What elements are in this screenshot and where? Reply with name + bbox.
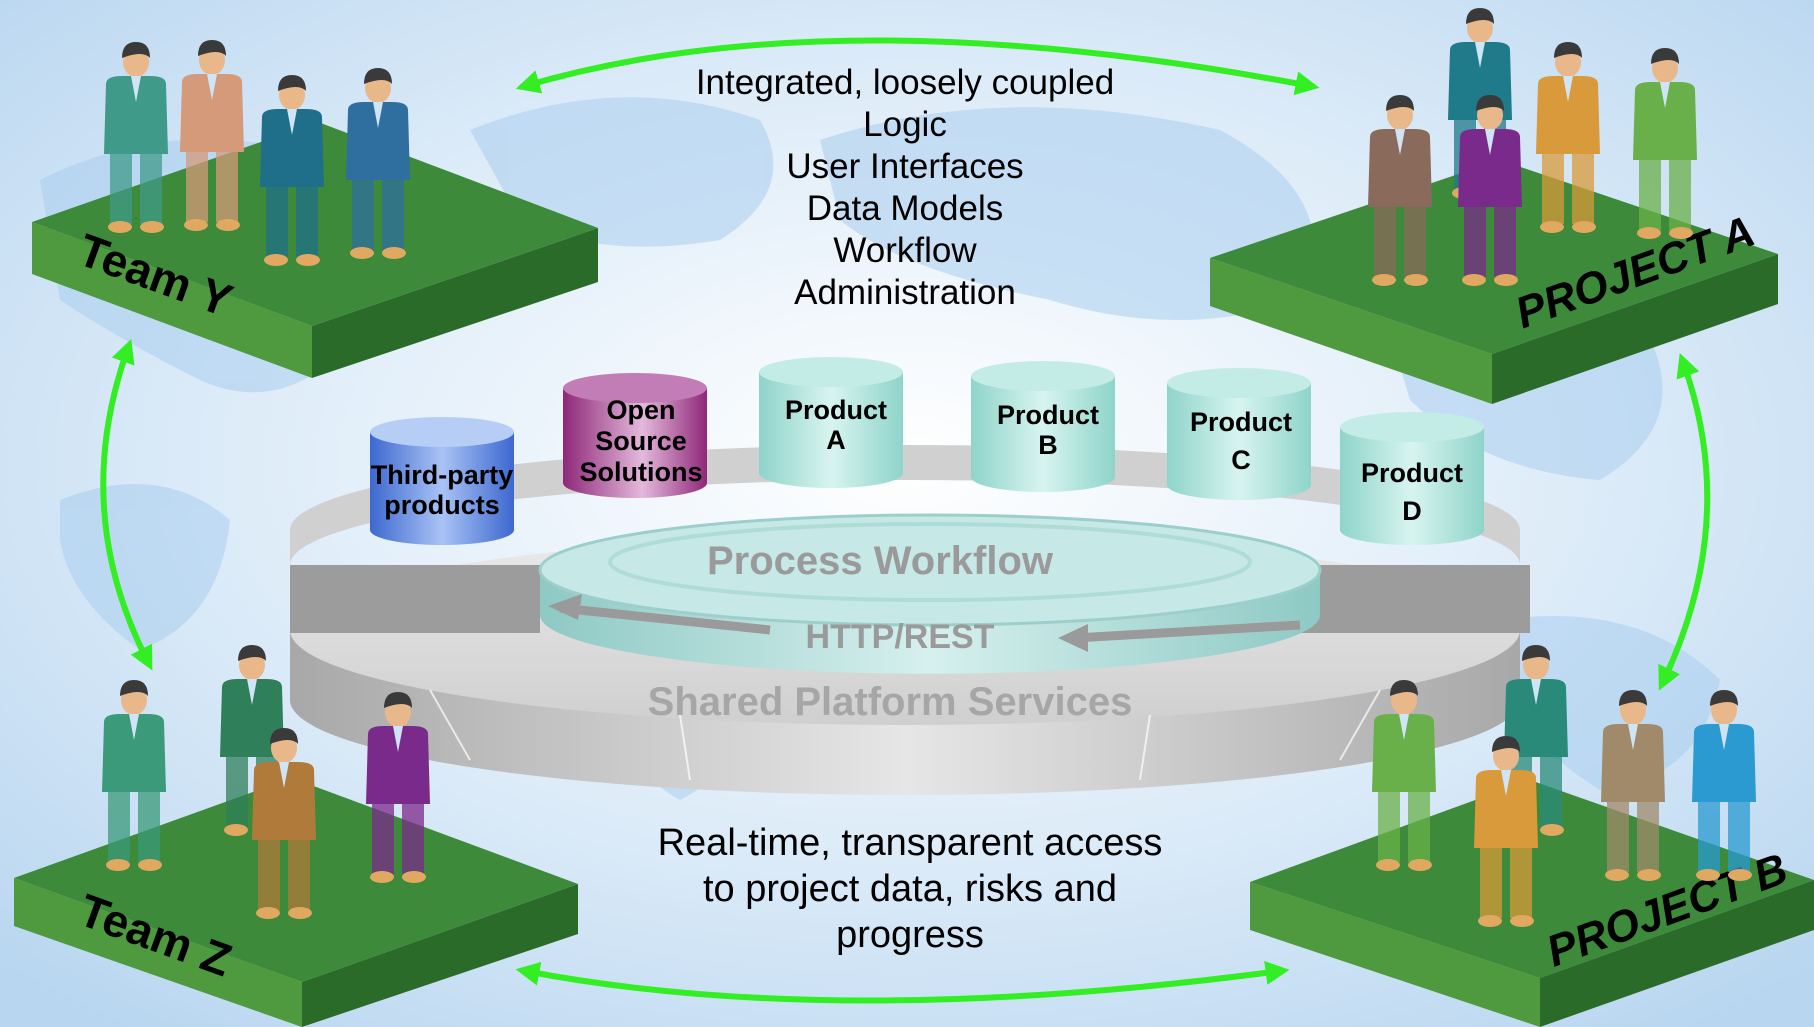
workflow-inner-ring xyxy=(608,522,1252,602)
cylinder-product-b: Product B xyxy=(971,361,1115,492)
cylinder-open-source: Open Source Solutions xyxy=(563,373,707,498)
product-c-label-line1: Product xyxy=(1190,407,1292,437)
platform-team-z: Team Z xyxy=(14,645,578,1027)
access-caption-line1: Real-time, transparent access xyxy=(657,822,1163,864)
platform-project-a: PROJECT A xyxy=(1210,8,1778,404)
integration-item-data-models: Data Models xyxy=(806,189,1004,228)
arrow-right xyxy=(1658,352,1711,691)
product-a-label-line2: A xyxy=(826,425,846,455)
open-source-label-line2: Source xyxy=(595,426,687,456)
product-c-label-line2: C xyxy=(1231,445,1251,475)
third-party-label-line2: products xyxy=(384,490,500,520)
http-rest-label: HTTP/REST xyxy=(806,618,995,656)
disc-left-block xyxy=(290,565,540,633)
integration-item-ui: User Interfaces xyxy=(786,147,1024,186)
product-b-label-line1: Product xyxy=(997,400,1099,430)
integration-list: Integrated, loosely coupled Logic User I… xyxy=(600,62,1210,314)
open-source-label-line3: Solutions xyxy=(580,457,703,487)
arrow-top xyxy=(515,37,1320,96)
product-b-label-line2: B xyxy=(1038,430,1058,460)
product-d-label-line1: Product xyxy=(1361,458,1463,488)
http-arrow-right xyxy=(1074,620,1301,643)
http-arrowhead-right xyxy=(1058,624,1088,652)
product-a-label-line1: Product xyxy=(785,395,887,425)
cylinder-product-a: Product A xyxy=(759,357,903,488)
cylinder-product-d: Product D xyxy=(1340,412,1484,545)
disc-segment-lines xyxy=(429,689,1381,781)
arrow-bottom xyxy=(515,960,1290,1004)
product-d-label-line2: D xyxy=(1402,496,1422,526)
workflow-ring-top xyxy=(538,513,1322,627)
collaboration-arrows xyxy=(100,37,1711,1004)
shared-platform-label: Shared Platform Services xyxy=(648,680,1133,724)
disc-right-block xyxy=(1300,565,1530,633)
access-caption-line3: progress xyxy=(836,914,984,956)
integration-item-administration: Administration xyxy=(794,273,1016,312)
process-workflow-label: Process Workflow xyxy=(707,539,1054,583)
access-caption-line2: to project data, risks and xyxy=(703,868,1117,910)
open-source-label-line1: Open xyxy=(606,395,675,425)
integration-item-logic: Logic xyxy=(863,105,947,144)
cylinder-third-party: Third-party products xyxy=(370,417,514,545)
http-arrowhead-left xyxy=(548,594,582,620)
platform-team-y: Team Y xyxy=(32,40,598,378)
cylinder-product-c: Product C xyxy=(1167,368,1311,500)
integration-heading: Integrated, loosely coupled xyxy=(695,63,1115,102)
third-party-label-line1: Third-party xyxy=(371,460,514,490)
platform-disc: Process Workflow HTTP/REST Shared Platfo… xyxy=(290,445,1530,795)
access-caption: Real-time, transparent access to project… xyxy=(560,820,1260,958)
integration-item-workflow: Workflow xyxy=(833,231,977,270)
arrow-left xyxy=(100,338,153,671)
http-arrow-left xyxy=(559,603,771,635)
